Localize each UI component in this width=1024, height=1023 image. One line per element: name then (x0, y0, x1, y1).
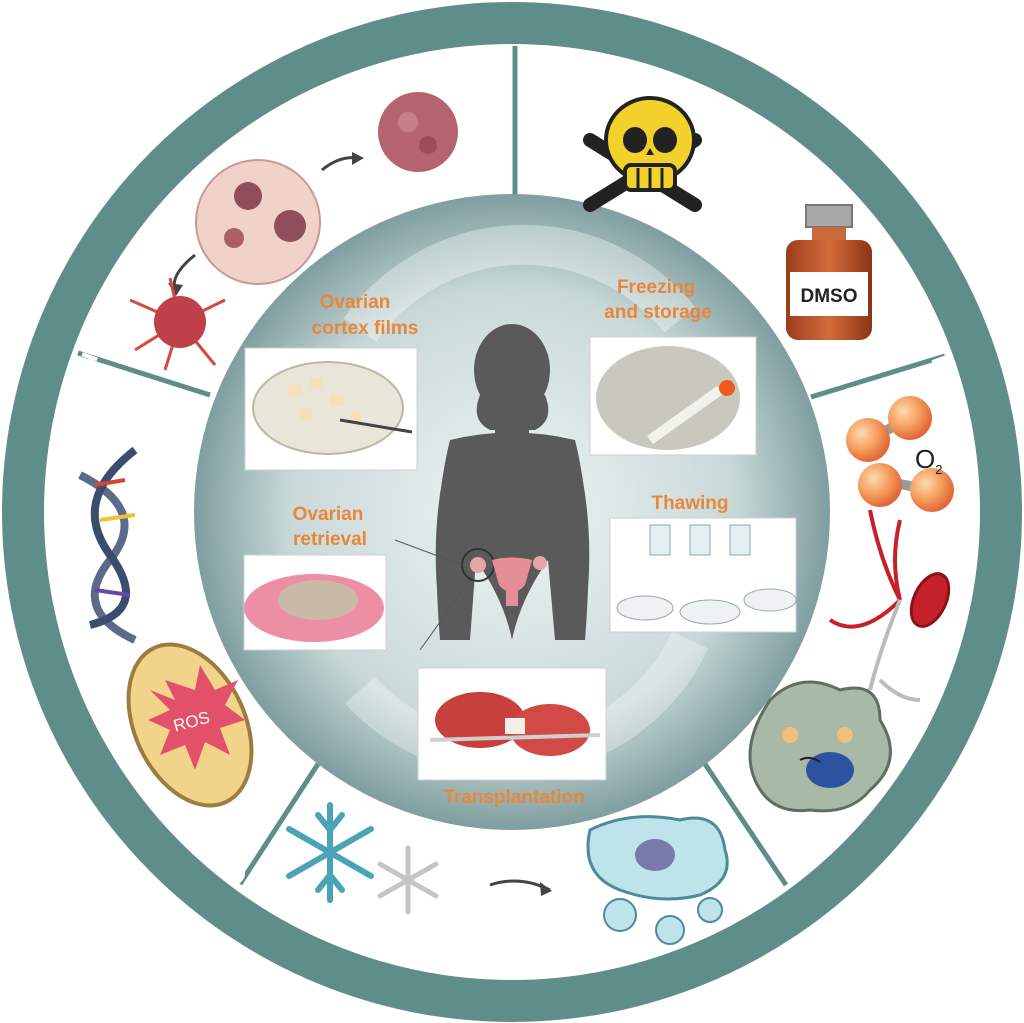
tumor-cell-icon (378, 92, 458, 172)
transplantation-label: Transplantation (443, 787, 584, 808)
transplantation-photo (417, 667, 607, 781)
center-step-labels: Ovarian cortex films Freezing and storag… (293, 277, 729, 808)
skull-icon (583, 96, 702, 212)
ovarian-cortex-photo (244, 347, 418, 471)
thawing-photo (609, 517, 797, 633)
cortex-label-line2: cortex films (312, 318, 419, 339)
callout-line-2 (419, 579, 471, 651)
thawing-label: Thawing (651, 493, 728, 514)
dmso-bottle-icon: DMSO (786, 204, 872, 340)
artery-icon (909, 572, 951, 628)
arrowhead-icon (540, 882, 552, 896)
snowflake-icon (286, 802, 374, 903)
ice-damaged-cells-icon (586, 815, 729, 945)
small-snowflake-icon (377, 845, 439, 915)
retrieval-label-line1: Ovarian (293, 504, 364, 525)
mitochondrion-icon: ROS (126, 642, 254, 808)
retrieval-label-line2: retrieval (293, 529, 367, 550)
o2-label: O2 (915, 444, 942, 477)
tissue-with-tumor-icon (195, 159, 321, 285)
uterus-icon (461, 548, 547, 606)
freezing-label-line2: and storage (604, 302, 712, 323)
metastatic-cell-icon (129, 277, 226, 371)
dmso-label: DMSO (801, 286, 858, 307)
cycle-arrow (343, 224, 696, 342)
woman-silhouette-icon (435, 324, 590, 640)
segment-dividers (77, 46, 946, 887)
dna-helix-icon (78, 446, 138, 644)
arrowhead-to-tumor-icon (352, 152, 364, 165)
cortex-label-line1: Ovarian (320, 292, 391, 313)
freezing-label-line1: Freezing (617, 277, 695, 298)
oxygen-molecules-icon: O2 (846, 396, 954, 512)
freezing-storage-photo (589, 336, 757, 456)
damaged-cell-icon (748, 680, 892, 813)
callout-line (394, 539, 463, 566)
ovarian-retrieval-photo (243, 554, 387, 651)
